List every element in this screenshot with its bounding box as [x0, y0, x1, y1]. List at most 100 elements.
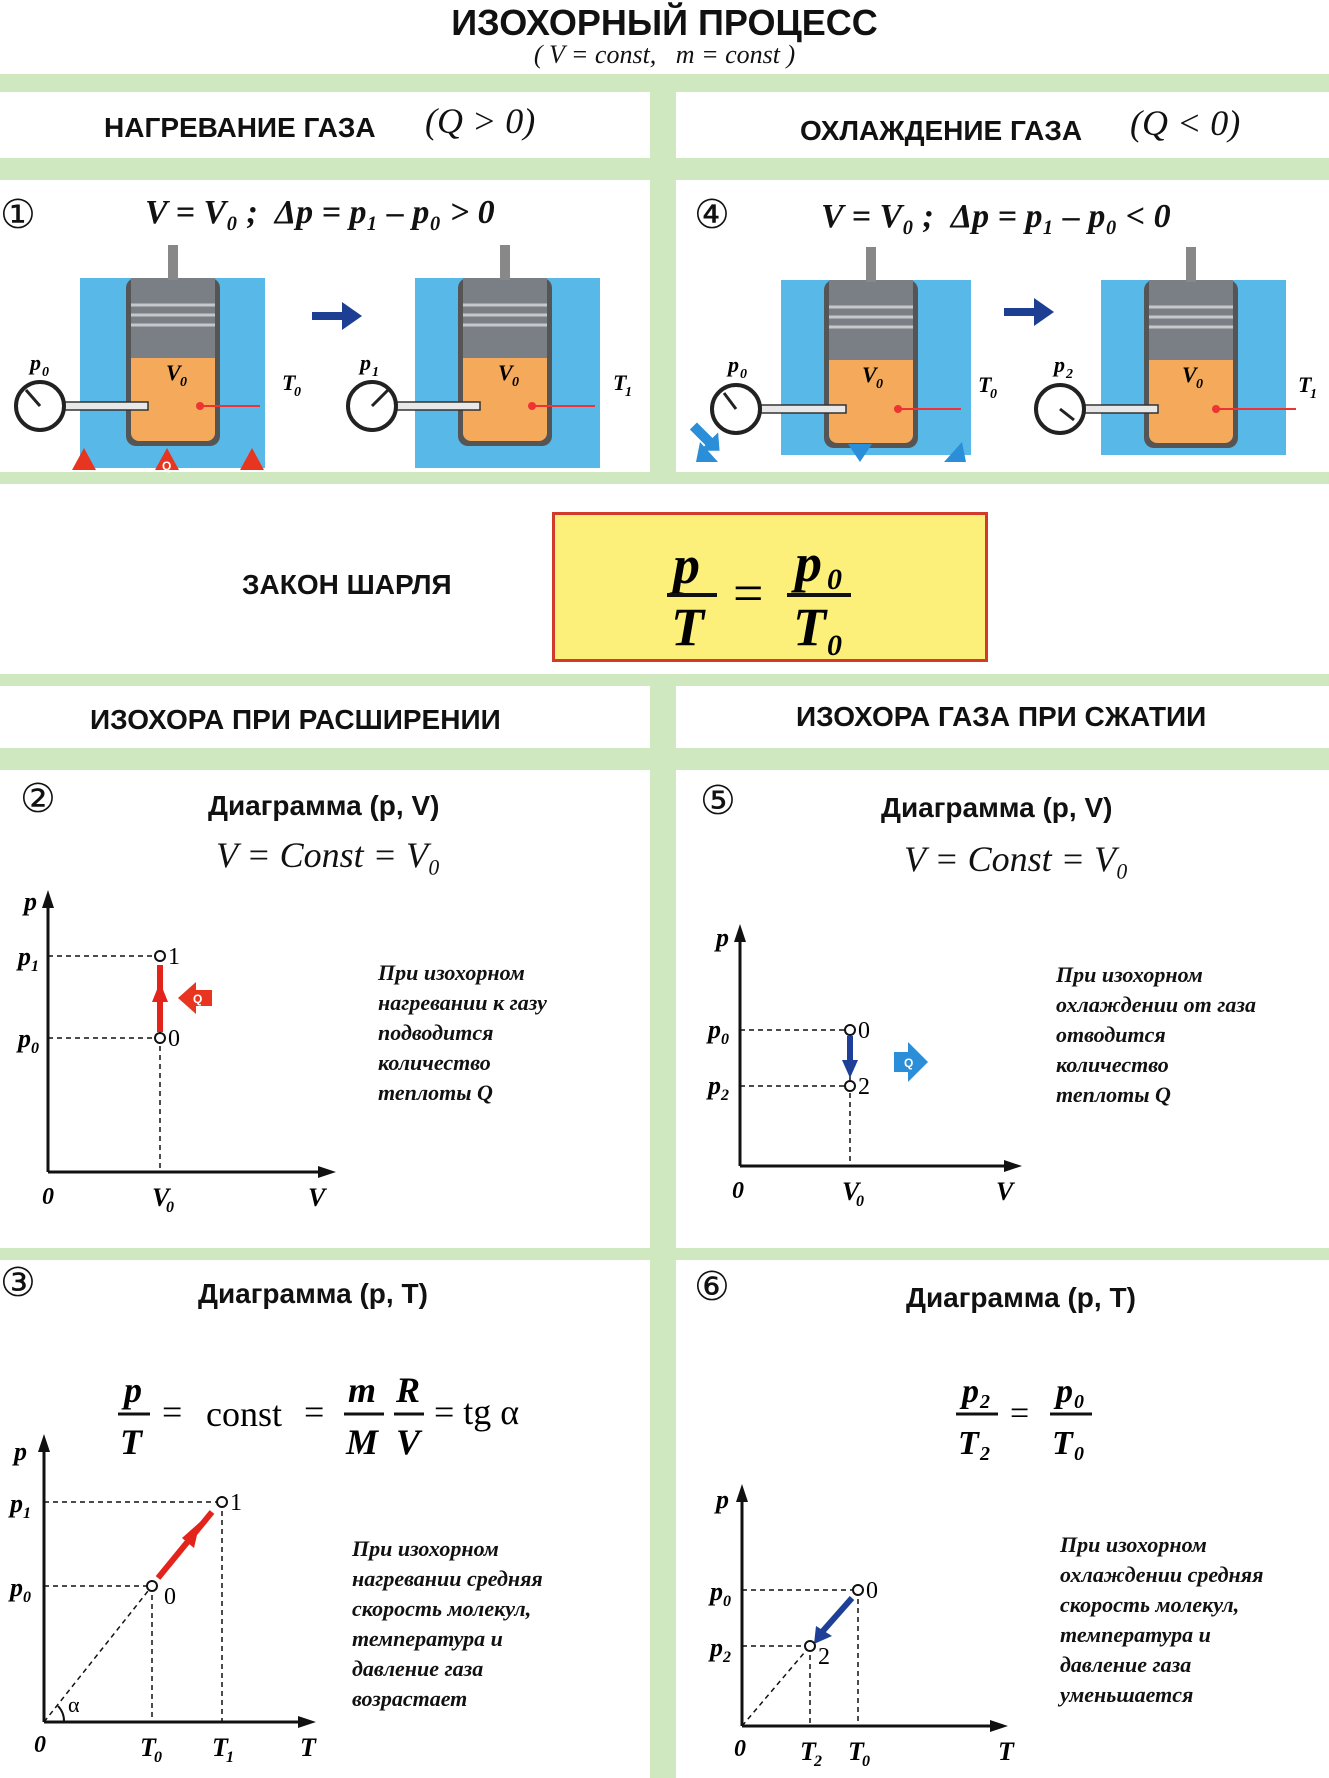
svg-text:0: 0: [866, 1578, 878, 1604]
svg-text:0: 0: [34, 1732, 46, 1758]
svg-text:T: T: [140, 1733, 157, 1762]
svg-text:p: p: [8, 1489, 23, 1518]
svg-text:0: 0: [154, 1749, 162, 1766]
point-2: [844, 1080, 856, 1092]
cooling-header: ОХЛАЖДЕНИЕ ГАЗА (Q < 0): [676, 92, 1329, 158]
svg-text:V: V: [862, 362, 879, 387]
point-0: [154, 1032, 166, 1044]
svg-text:0: 0: [858, 1018, 870, 1044]
svg-text:2: 2: [818, 1644, 830, 1670]
pv-compression-formula: V = Const = V₀: [904, 839, 1129, 879]
svg-text:p: p: [708, 1577, 723, 1606]
svg-text:0: 0: [723, 1593, 731, 1610]
svg-text:p: p: [1052, 352, 1065, 377]
step-number-4: ④: [694, 192, 730, 238]
title-panel: ИЗОХОРНЫЙ ПРОЦЕСС ( V = const, m = const…: [0, 0, 1329, 74]
svg-text:T: T: [848, 1737, 865, 1766]
svg-text:0: 0: [166, 1199, 174, 1216]
svg-text:M: M: [345, 1422, 380, 1462]
svg-text:0: 0: [512, 375, 519, 390]
svg-text:0: 0: [862, 1753, 870, 1770]
heat-arrow-center: [155, 448, 179, 470]
svg-text:=: =: [1010, 1395, 1029, 1432]
svg-text:Q: Q: [193, 992, 202, 1006]
svg-text:0: 0: [721, 1031, 729, 1048]
page-subtitle: ( V = const, m = const ): [533, 40, 796, 69]
heat-out-arrow: [894, 1042, 928, 1082]
heating-title: НАГРЕВАНИЕ ГАЗА: [104, 112, 376, 143]
process-line-pt-0-1: [155, 1510, 215, 1580]
svg-text:p: p: [726, 352, 739, 377]
point-1: [154, 950, 166, 962]
pt-expansion-panel: ③ Диаграмма (p, T) p T = const = m M R V…: [0, 1260, 650, 1778]
svg-text:0: 0: [42, 1184, 54, 1210]
point-pt-0: [146, 1580, 158, 1592]
step-number-3: ③: [0, 1260, 36, 1306]
point-0-c: [844, 1024, 856, 1036]
svg-text:= tg α: = tg α: [434, 1392, 519, 1432]
heat-in-arrow: [178, 982, 212, 1014]
svg-text:T: T: [282, 370, 297, 395]
pt-compression-description: При изохорном охлаждении средняя скорост…: [1060, 1532, 1264, 1707]
svg-text:1: 1: [230, 1490, 242, 1516]
svg-text:T: T: [1052, 1425, 1074, 1462]
process-line-pt-0-2: [819, 1596, 855, 1634]
svg-text:p: p: [714, 923, 729, 952]
svg-text:=: =: [733, 563, 763, 623]
svg-text:2: 2: [813, 1753, 822, 1770]
svg-text:0: 0: [294, 385, 301, 400]
svg-text:p: p: [706, 1071, 721, 1100]
svg-text:0: 0: [990, 387, 997, 402]
svg-text:p: p: [1053, 1373, 1073, 1410]
expansion-header: ИЗОХОРА ПРИ РАСШИРЕНИИ: [0, 686, 650, 748]
svg-text:T: T: [1298, 372, 1313, 397]
heating-header: НАГРЕВАНИЕ ГАЗА (Q > 0): [0, 92, 650, 158]
svg-text:1: 1: [168, 944, 180, 970]
transition-arrow: [312, 302, 362, 330]
pv-expansion-panel: ② Диаграмма (p, V) V = Const = V₀ 1 0 Q …: [0, 770, 650, 1248]
svg-text:p: p: [121, 1370, 142, 1410]
step-number-2: ②: [20, 776, 56, 822]
svg-text:V: V: [842, 1177, 862, 1206]
svg-text:1: 1: [372, 365, 379, 380]
svg-text:p: p: [12, 1437, 27, 1466]
cooling-formula: V = V₀ ; Δp = p₁ – p₀ < 0: [821, 198, 1171, 235]
svg-text:R: R: [395, 1370, 420, 1410]
step-number-5: ⑤: [700, 778, 736, 824]
pt-expansion-formula: p T = const = m M R V = tg α: [118, 1370, 519, 1462]
pv-compression-panel: ⑤ Диаграмма (p, V) V = Const = V₀ 0 2 Q …: [676, 770, 1329, 1248]
svg-text:p: p: [16, 942, 31, 971]
svg-text:0: 0: [42, 365, 49, 380]
svg-text:1: 1: [23, 1505, 31, 1522]
svg-text:2: 2: [979, 1443, 990, 1465]
heating-condition: (Q > 0): [425, 101, 536, 141]
svg-text:p: p: [16, 1024, 31, 1053]
svg-text:2: 2: [722, 1649, 731, 1666]
pv-expansion-formula: V = Const = V₀: [216, 835, 441, 875]
svg-text:2: 2: [720, 1087, 729, 1104]
svg-text:1: 1: [226, 1749, 234, 1766]
svg-text:V: V: [396, 1422, 423, 1462]
pv-expansion-description: При изохорном нагревании к газу подводит…: [378, 960, 547, 1105]
pt-compression-title: Диаграмма (p, T): [906, 1282, 1136, 1313]
cooling-condition: (Q < 0): [1130, 103, 1241, 143]
step-number-1: ①: [0, 192, 36, 238]
svg-text:p: p: [358, 350, 371, 375]
svg-text:0: 0: [168, 1026, 180, 1052]
step-number-6: ⑥: [694, 1264, 730, 1310]
point-pt-1: [216, 1496, 228, 1508]
svg-text:=: =: [304, 1392, 324, 1432]
pv-compression-description: При изохорном охлаждении от газа отводит…: [1056, 962, 1256, 1107]
page-title: ИЗОХОРНЫЙ ПРОЦЕСС: [451, 2, 878, 43]
svg-text:α: α: [68, 1692, 80, 1717]
expansion-title: ИЗОХОРА ПРИ РАСШИРЕНИИ: [90, 704, 501, 735]
point-pt-2: [804, 1640, 816, 1652]
